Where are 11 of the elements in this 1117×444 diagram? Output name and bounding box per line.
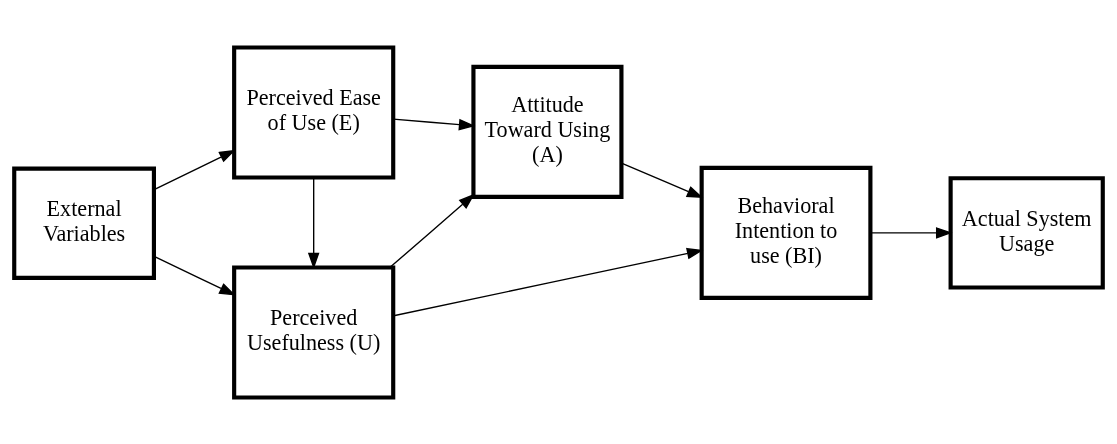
arrow: [153, 255, 236, 296]
arrow: [153, 149, 236, 190]
node-box: Perceived Ease of Use (E): [232, 44, 396, 180]
node-box: Perceived Usefulness (U): [232, 264, 396, 400]
arrow: [389, 193, 475, 268]
node-box: Actual System Usage: [948, 175, 1105, 290]
node-box: Attitude Toward Using (A): [471, 64, 624, 199]
node-box: Behavioral Intention to use (BI): [699, 165, 873, 300]
node-box: External Variables: [12, 166, 156, 280]
arrow: [869, 226, 953, 239]
arrow: [307, 176, 320, 269]
